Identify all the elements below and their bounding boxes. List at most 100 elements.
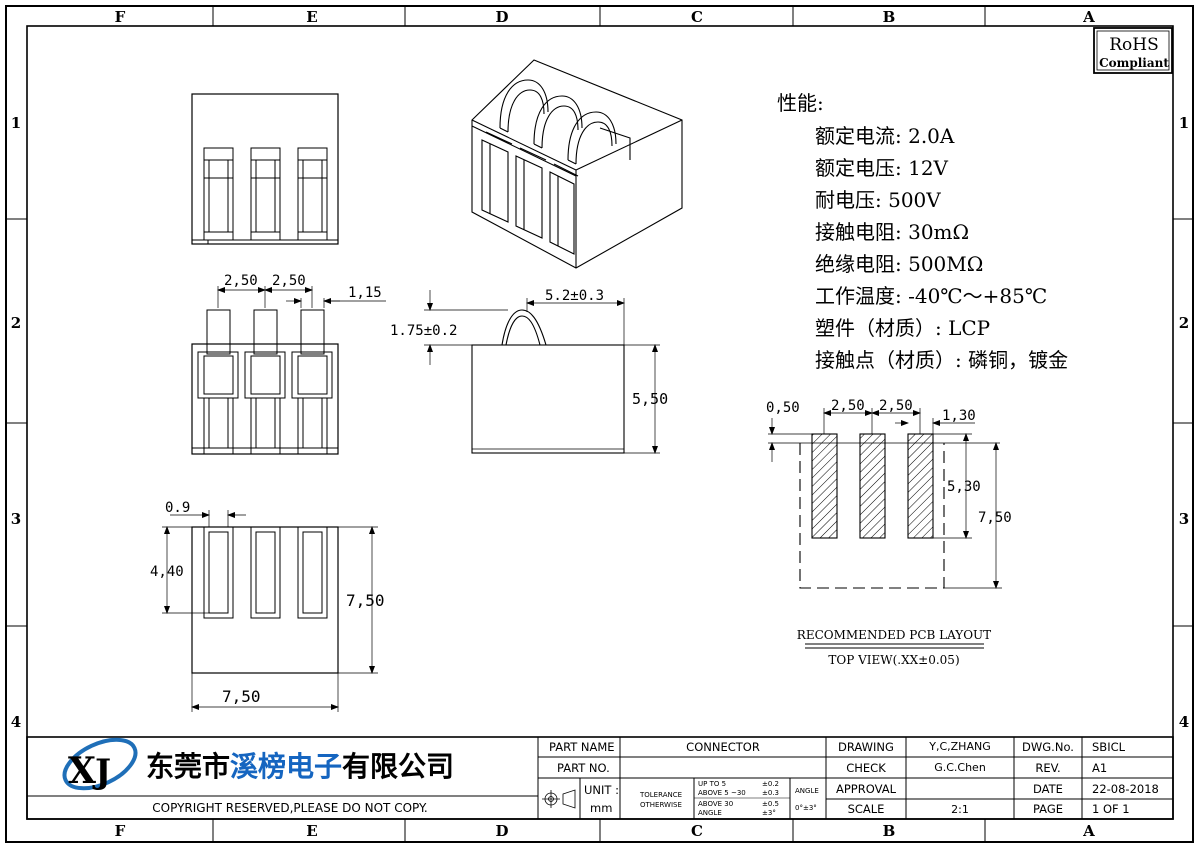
dim-pin-height-label: 1.75±0.2 — [390, 323, 457, 339]
dwg-no-label: DWG.No. — [1022, 740, 1074, 754]
tol-value: ±0.3 — [762, 789, 779, 797]
check-label: CHECK — [846, 761, 886, 775]
col-label: A — [1082, 822, 1095, 840]
spec-line: 额定电压: 12V — [815, 156, 949, 180]
column-labels-bottom: F E D C B A — [115, 822, 1096, 840]
date-value: 22-08-2018 — [1092, 782, 1159, 796]
slot — [203, 526, 234, 619]
row-labels-right: 1 2 3 4 — [1179, 114, 1189, 731]
company-name-part: 溪榜 — [230, 750, 286, 783]
column-labels-top: F E D C B A — [115, 8, 1096, 26]
part-no-label: PART NO. — [557, 761, 610, 775]
dim-top-width-label: 5.2±0.3 — [545, 288, 604, 304]
spec-line: 工作温度: -40℃～+85℃ — [815, 284, 1047, 308]
pin-column — [197, 309, 239, 454]
front-view — [191, 286, 386, 455]
pcb-title: RECOMMENDED PCB LAYOUT — [797, 628, 991, 642]
rear-slot — [250, 147, 281, 241]
rev-value: A1 — [1092, 761, 1107, 775]
tol-value: ±3° — [762, 809, 776, 817]
pcb-pitch-label: 2,50 — [831, 398, 865, 414]
tol-value: ±0.5 — [762, 800, 779, 808]
tol-range: ABOVE 5 ~30 — [698, 789, 746, 797]
isometric-view — [471, 59, 683, 269]
svg-text:J: J — [92, 752, 111, 792]
otherwise-label: OTHERWISE — [640, 801, 682, 809]
company-name-part: 有限公司 — [342, 750, 454, 783]
side-view — [424, 290, 660, 454]
col-label: C — [691, 822, 703, 840]
dim-body-width-label: 7,50 — [222, 687, 261, 706]
page-label: PAGE — [1033, 802, 1063, 816]
spec-line: 接触点（材质）: 磷铜，镀金 — [815, 348, 1068, 372]
tol-range: ABOVE 30 — [698, 800, 733, 808]
angle-value: 0°±3° — [795, 804, 817, 812]
rohs-subtitle: Compliant — [1099, 56, 1169, 70]
row-label: 3 — [1179, 510, 1189, 528]
spec-line: 接触电阻: 30mΩ — [815, 220, 969, 244]
company-name-part: 电子 — [286, 750, 342, 783]
row-label: 4 — [1179, 713, 1189, 731]
spec-heading: 性能: — [777, 91, 824, 115]
rohs-title: RoHS — [1109, 35, 1159, 55]
pcb-outline-height-label: 7,50 — [978, 510, 1012, 526]
spec-line: 额定电流: 2.0A — [815, 124, 955, 148]
col-label: F — [115, 8, 126, 26]
col-label: F — [115, 822, 126, 840]
col-label: B — [883, 822, 896, 840]
company-name-part: 东莞市 — [146, 750, 230, 783]
rear-slot — [297, 147, 328, 241]
rear-view — [191, 93, 339, 245]
rev-label: REV. — [1035, 761, 1060, 775]
dim-pitch-label: 2,50 — [224, 273, 258, 289]
projection-symbol-icon — [542, 789, 576, 809]
approval-label: APPROVAL — [836, 782, 897, 796]
svg-text:X: X — [68, 750, 96, 792]
col-label: B — [883, 8, 896, 26]
row-label: 4 — [11, 713, 21, 731]
drawing-label: DRAWING — [838, 740, 894, 754]
spec-line: 绝缘电阻: 500MΩ — [815, 252, 983, 276]
col-label: E — [306, 8, 317, 26]
row-label: 2 — [1179, 314, 1189, 332]
copyright-notice: COPYRIGHT RESERVED,PLEASE DO NOT COPY. — [152, 801, 427, 815]
unit-value: mm — [590, 801, 612, 815]
sheet-frame — [5, 5, 1194, 843]
page-value: 1 OF 1 — [1092, 802, 1130, 816]
row-labels-left: 1 2 3 4 — [11, 114, 21, 731]
pin-column — [291, 309, 333, 454]
check-by: G.C.Chen — [934, 761, 986, 774]
dwg-no-value: SBICL — [1092, 740, 1126, 754]
pcb-edge-offset-label: 0,50 — [766, 400, 800, 416]
col-label: E — [306, 822, 317, 840]
row-label: 2 — [11, 314, 21, 332]
pcb-pad — [859, 433, 886, 539]
bottom-view — [162, 510, 378, 712]
dim-pin-width-label: 1,15 — [348, 285, 382, 301]
tol-value: ±0.2 — [762, 780, 779, 788]
part-name-label: PART NAME — [549, 740, 615, 754]
drawing-by: Y,C,ZHANG — [928, 740, 990, 753]
pcb-subtitle: TOP VIEW(.XX±0.05) — [828, 653, 959, 667]
pcb-pad-width-label: 1,30 — [942, 408, 976, 424]
date-label: DATE — [1033, 782, 1063, 796]
col-label: D — [495, 8, 508, 26]
spec-line: 耐电压: 500V — [815, 188, 941, 212]
pcb-pad — [811, 433, 838, 539]
pin-column — [244, 309, 286, 454]
slot — [250, 526, 281, 619]
dim-slot-width-label: 0.9 — [165, 500, 190, 516]
dim-pitch-label: 2,50 — [272, 273, 306, 289]
dim-body-height-label: 7,50 — [346, 591, 385, 610]
bottom-view-dims: 0.9 4,40 7,50 7,50 — [150, 500, 385, 706]
pcb-pad — [907, 433, 934, 539]
rear-slot — [203, 147, 234, 244]
title-block-fields: PART NAME CONNECTOR PART NO. UNIT : mm T… — [542, 740, 1159, 817]
company-logo: X J — [62, 737, 138, 792]
dim-side-height-label: 5,50 — [632, 390, 668, 408]
part-name-value: CONNECTOR — [686, 740, 760, 754]
rohs-badge: RoHS Compliant — [1093, 27, 1173, 74]
scale-label: SCALE — [848, 802, 885, 816]
slot — [297, 526, 328, 619]
